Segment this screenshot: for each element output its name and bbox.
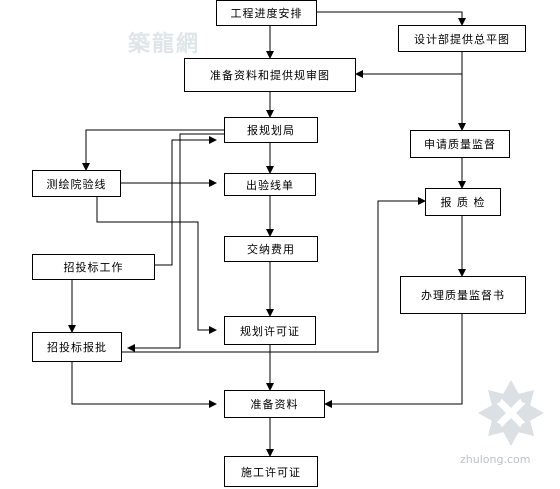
node-survey-sheet: 出验线单 [224, 173, 316, 196]
arrow-approval-to-materials [71, 362, 217, 408]
node-quality-supervision-doc: 办理质量监督书 [400, 276, 526, 314]
node-quality-supervision-apply: 申请质量监督 [410, 130, 510, 158]
arrow-planning-to-survey [82, 129, 224, 171]
arrow-survey-to-permit [96, 197, 217, 334]
node-bidding-approval: 招投标报批 [32, 332, 122, 362]
node-planning-bureau: 报规划局 [224, 117, 318, 143]
arrow-bidding-to-planning [155, 136, 217, 266]
node-prepare-materials: 准备资料 [224, 390, 325, 418]
watermark-site-text: zhulong.com [460, 453, 531, 466]
arrow-planning-to-approval [127, 133, 224, 352]
watermark-emblem-icon [478, 380, 544, 446]
node-design-plan: 设计部提供总平图 [398, 25, 526, 52]
watermark-logo-text: 築龍網 [128, 31, 201, 57]
node-prepare-docs: 准备资料和提供规审图 [184, 58, 356, 92]
node-quality-check: 报 质 检 [425, 188, 501, 216]
node-planning-permit: 规划许可证 [224, 316, 316, 345]
node-bidding-work: 招投标工作 [32, 254, 155, 280]
arrow-approval-to-check [122, 197, 426, 353]
node-pay-fees: 交纳费用 [224, 236, 318, 262]
arrow-schedule-to-design [317, 11, 466, 26]
arrow-supervision-doc-to-materials [324, 314, 463, 408]
node-schedule: 工程进度安排 [216, 0, 317, 26]
node-construction-permit: 施工许可证 [224, 456, 318, 487]
node-survey-institute: 测绘院验线 [32, 170, 121, 197]
arrow-design-to-prepare [355, 52, 463, 78]
